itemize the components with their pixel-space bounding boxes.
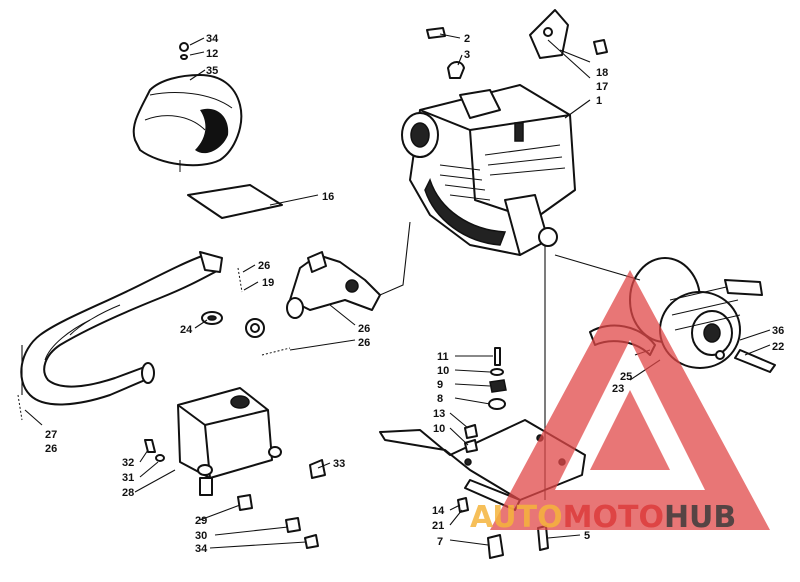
callout-35: 35	[206, 65, 218, 77]
callout-12: 12	[206, 48, 218, 60]
callout-23: 24	[180, 324, 193, 336]
callout-20: 21	[432, 520, 444, 532]
intake-silencer	[132, 42, 243, 172]
callout-9: 9	[437, 379, 443, 391]
callout-8: 8	[437, 393, 443, 405]
callout-16: 17	[596, 81, 608, 93]
exhaust-pipe	[20, 251, 223, 406]
callout-13: 13	[433, 408, 445, 420]
watermark-auto: AUTO	[470, 500, 563, 535]
callout-33: 33	[333, 458, 345, 470]
callout-26-mid: 26	[358, 337, 370, 349]
engine-mount-plate	[379, 419, 586, 511]
exhaust-manifold	[286, 251, 381, 319]
callout-34: 34	[195, 543, 208, 555]
callout-19: 34	[206, 33, 219, 45]
callout-26-top: 26	[258, 260, 270, 272]
callout-15: 16	[322, 191, 334, 203]
callout-28: 28	[122, 487, 134, 499]
callout-11: 11	[437, 351, 449, 363]
callout-32: 32	[122, 457, 134, 469]
callout-29: 29	[195, 515, 207, 527]
callout-10-bottom: 10	[433, 423, 445, 435]
watermark-hub: HUB	[663, 500, 737, 535]
callout-3: 3	[464, 49, 470, 61]
callout-27: 27	[45, 429, 57, 441]
gasket-plate	[187, 184, 283, 219]
exhaust-springs-and-seals	[17, 267, 291, 421]
callout-18: 19	[262, 277, 274, 289]
engine-assembly	[401, 84, 576, 256]
callout-labels: 34 12 35 16 2 3 18 17 1 26 19 24 26 26 1…	[45, 33, 784, 555]
callout-26-bottom: 26	[45, 443, 57, 455]
callout-2: 2	[464, 33, 470, 45]
callout-30: 30	[195, 530, 207, 542]
callout-25: 26	[358, 323, 370, 335]
callout-1: 1	[596, 95, 602, 107]
watermark-moto: MOTO	[562, 500, 664, 535]
callout-17: 18	[596, 67, 608, 79]
callout-14: 14	[432, 505, 445, 517]
callout-10-top: 10	[437, 365, 449, 377]
muffler-hardware	[144, 439, 326, 549]
callout-5: 5	[584, 530, 590, 542]
callout-36: 36	[772, 325, 784, 337]
callout-21: 22	[772, 341, 784, 353]
muffler-canister	[177, 387, 282, 496]
callout-7: 7	[437, 536, 443, 548]
drive-clutch	[589, 257, 776, 373]
engine-mount-bracket	[426, 9, 608, 79]
callout-22: 23	[612, 383, 624, 395]
watermark-text: AUTOMOTOHUB	[470, 500, 736, 535]
callout-31: 31	[122, 472, 134, 484]
callout-24: 25	[620, 371, 632, 383]
